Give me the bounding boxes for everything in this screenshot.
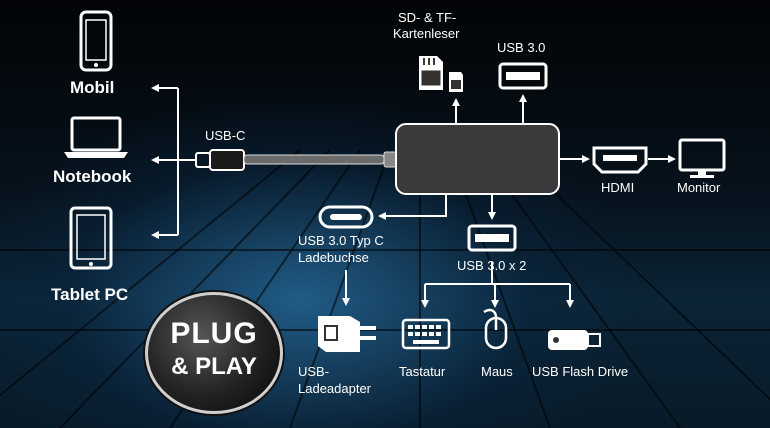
label-typc-line1: USB 3.0 Typ C [298, 233, 384, 248]
typc-arrow [378, 194, 447, 220]
label-sd-tf-line1: SD- & TF- [398, 10, 457, 25]
monitor-icon [678, 138, 726, 178]
usb-port-double-icon [467, 224, 517, 252]
usb-port-icon [498, 62, 548, 90]
keyboard-icon [401, 318, 451, 350]
mouse-icon [483, 308, 508, 350]
badge-line-plug: PLUG [170, 317, 258, 350]
charging-adapter-icon [318, 316, 376, 352]
usb-c-cable [243, 151, 397, 168]
device-label-notebook: Notebook [53, 167, 132, 186]
tablet-icon [69, 206, 113, 270]
label-usb-c: USB-C [205, 128, 246, 143]
usb-flash-drive-icon [548, 330, 601, 350]
label-monitor: Monitor [677, 180, 721, 195]
label-maus: Maus [481, 364, 513, 379]
peripheral-bracket [421, 262, 574, 308]
label-tastatur: Tastatur [399, 364, 446, 379]
badge-line-play: & PLAY [171, 353, 257, 380]
label-hdmi: HDMI [601, 180, 635, 195]
label-sd-tf-line2: Kartenleser [393, 26, 460, 41]
label-usb30: USB 3.0 [497, 40, 546, 55]
device-label-mobil: Mobil [70, 78, 115, 97]
smartphone-icon [79, 10, 113, 72]
device-bracket [151, 84, 196, 239]
label-usb30x2: USB 3.0 x 2 [457, 258, 527, 273]
usb-c-port-icon [318, 205, 374, 229]
device-label-tablet: Tablet PC [51, 285, 129, 304]
plug-and-play-badge: PLUG & PLAY [145, 292, 283, 414]
hdmi-port-icon [592, 146, 648, 174]
label-usb-flash-drive: USB Flash Drive [532, 364, 629, 379]
label-adapter-line2: Ladeadapter [298, 381, 372, 396]
usb-hub-device [395, 123, 560, 195]
laptop-icon [64, 116, 128, 158]
usb-c-plug-icon [195, 149, 245, 171]
label-typc-line2: Ladebuchse [298, 250, 369, 265]
label-adapter-line1: USB- [298, 364, 330, 379]
sd-card-icon [419, 56, 463, 92]
